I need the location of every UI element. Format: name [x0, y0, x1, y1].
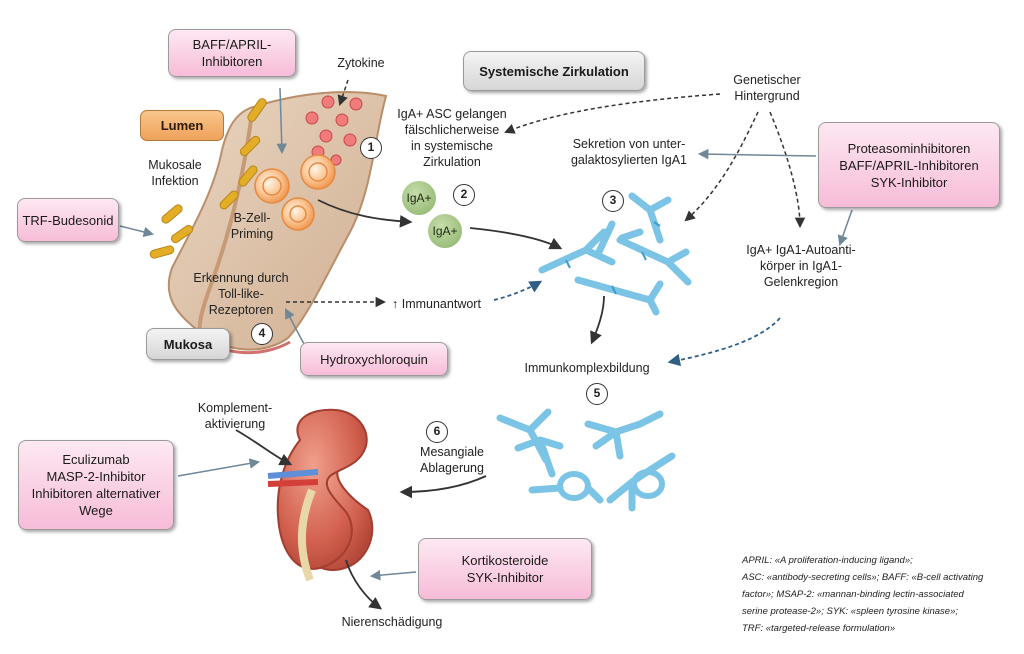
- lumen-label: Lumen: [140, 110, 224, 141]
- legend-line: APRIL: «A proliferation-inducing ligand»…: [742, 555, 913, 566]
- iga-cell: IgA+: [402, 181, 436, 215]
- therapy-hydroxychloroquin-box: Hydroxychloroquin: [300, 342, 448, 376]
- step-number-5: 5: [586, 383, 608, 405]
- complement-label: Komplement- aktivierung: [197, 401, 273, 431]
- therapy-trf-budesonid-box: TRF-Budesonid: [17, 198, 119, 242]
- therapy-eculizumab-box: Eculizumab MASP-2-Inhibitor Inhibitoren …: [18, 440, 174, 530]
- legend-line: serine protease-2»; SYK: «spleen tyrosin…: [742, 606, 958, 617]
- systemic-circulation-box: Systemische Zirkulation: [463, 51, 645, 91]
- therapy-proteasome-box: Proteasominhibitoren BAFF/APRIL-Inhibito…: [818, 122, 1000, 208]
- up-arrow-icon: ↑: [392, 297, 399, 311]
- toll-like-label: Erkennung durch Toll-like- Rezeptoren: [193, 271, 289, 317]
- iga1-antibodies: [538, 192, 692, 316]
- kidney: [267, 408, 374, 582]
- therapy-baff-april-box: BAFF/APRIL- Inhibitoren: [168, 29, 296, 77]
- asc-escape-label: IgA+ ASC gelangen fälschlicherweise in s…: [397, 107, 507, 169]
- antibody-joints: [565, 221, 661, 295]
- autoantibodies-label: IgA+ IgA1-Autoanti- körper in IgA1- Gele…: [746, 243, 856, 289]
- immune-response-text: Immunantwort: [401, 297, 481, 311]
- kidney-damage-label: Nierenschädigung: [341, 615, 443, 629]
- genetic-background-label: Genetischer Hintergrund: [733, 73, 801, 103]
- legend-line: factor»; MSAP-2: «mannan-binding lectin-…: [742, 589, 964, 600]
- immune-complexes: [496, 408, 676, 512]
- abbreviation-legend: APRIL: «A proliferation-inducing ligand»…: [742, 552, 1012, 637]
- immune-response-label: ↑ Immunantwort: [392, 296, 502, 312]
- step-number-3: 3: [602, 190, 624, 212]
- iga-cell: IgA+: [428, 214, 462, 248]
- mesangial-label: Mesangiale Ablagerung: [420, 445, 484, 475]
- therapy-kortikosteroide-box: Kortikosteroide SYK-Inhibitor: [418, 538, 592, 600]
- step-number-6: 6: [426, 421, 448, 443]
- cytokine-particles: [305, 95, 363, 166]
- immune-complex-label: Immunkomplexbildung: [524, 361, 650, 375]
- legend-line: TRF: «targeted-release formulation»: [742, 623, 896, 634]
- arrows: [119, 79, 853, 610]
- step-number-4: 4: [251, 323, 273, 345]
- zytokine-label: Zytokine: [337, 56, 385, 70]
- step-number-1: 1: [360, 137, 382, 159]
- bacteria: [149, 98, 267, 259]
- b-cells: [254, 154, 336, 231]
- mukosa-label: Mukosa: [146, 328, 230, 360]
- secretion-label: Sekretion von unter- galaktosylierten Ig…: [570, 137, 688, 167]
- mukosale-infektion-label: Mukosale Infektion: [148, 158, 202, 188]
- legend-line: ASC: «antibody-secreting cells»; BAFF: «…: [742, 572, 984, 583]
- b-zell-priming-label: B-Zell- Priming: [230, 211, 274, 241]
- step-number-2: 2: [453, 184, 475, 206]
